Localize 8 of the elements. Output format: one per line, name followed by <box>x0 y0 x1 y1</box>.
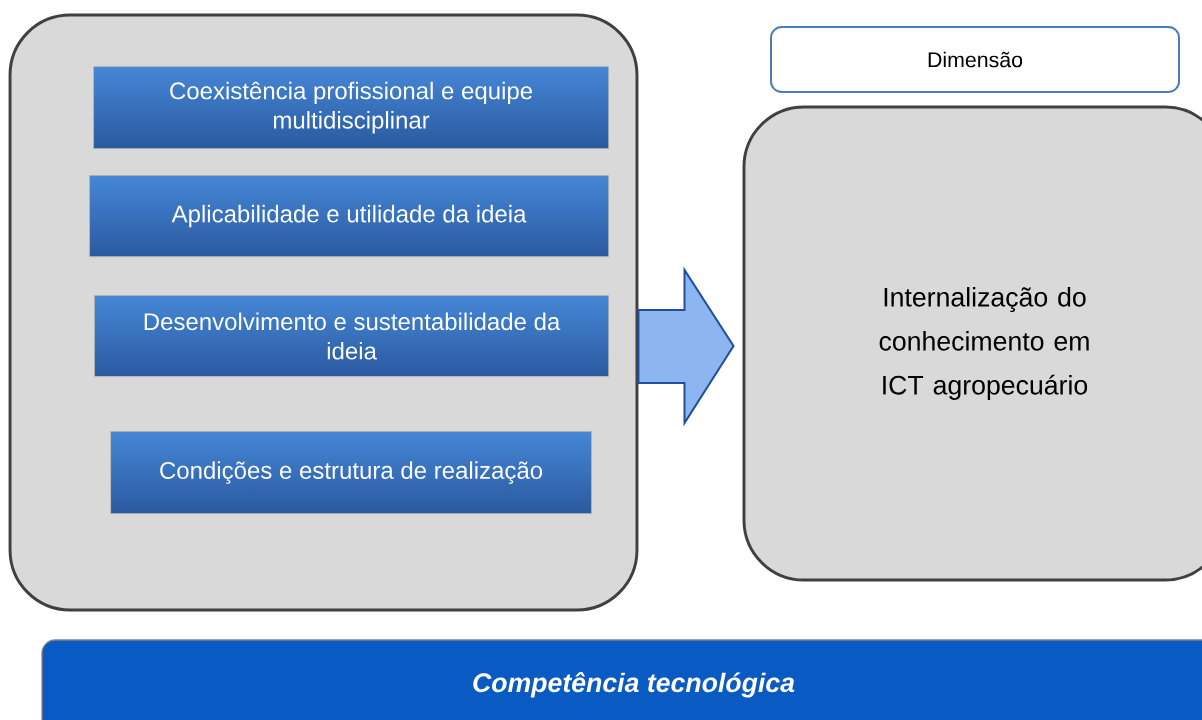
factor-box: Coexistência profissional e equipe multidisciplinar <box>93 66 609 149</box>
footer-band: Competência tecnológica <box>41 639 1202 720</box>
factor-box: Aplicabilidade e utilidade da ideia <box>89 175 609 257</box>
header-box: Dimensão <box>770 25 1180 94</box>
result-panel: Internalização do conhecimento em ICT agropecuário <box>742 105 1202 582</box>
block-arrow <box>637 266 735 427</box>
factor-box: Desenvolvimento e sustentabilidade da ideia <box>94 295 609 377</box>
factor-box: Condições e estrutura de realização <box>110 431 592 514</box>
